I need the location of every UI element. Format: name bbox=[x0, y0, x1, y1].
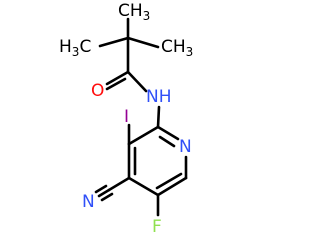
atom-methyl-top: CH3 bbox=[118, 1, 150, 23]
bond-carbonyl-double-inner bbox=[105, 77, 127, 91]
methyl-top-subscript: 3 bbox=[143, 9, 151, 23]
bond-carbonyl-amide-n bbox=[126, 70, 148, 93]
atom-methyl-left: H3C bbox=[59, 37, 91, 59]
ring-bond-n1-c2-inner bbox=[158, 135, 176, 148]
bond-nitrile-triple-1 bbox=[97, 188, 111, 198]
amide-n-label: N bbox=[146, 87, 159, 107]
ring-bond-c4-c5 bbox=[127, 176, 160, 197]
atom-fluorine: F bbox=[152, 217, 162, 237]
atom-oxygen: O bbox=[91, 81, 104, 101]
atom-methyl-right: CH3 bbox=[161, 37, 193, 59]
bond-carbonyl-double-outer bbox=[105, 70, 130, 86]
methyl-left-c: C bbox=[79, 37, 91, 57]
bond-quaternary-methyl-right bbox=[126, 36, 160, 49]
amide-h-label: H bbox=[159, 87, 172, 107]
methyl-right-subscript: 3 bbox=[186, 45, 194, 59]
ring-bond-c2-c3 bbox=[127, 125, 160, 146]
methyl-right-label: CH bbox=[161, 37, 186, 57]
bond-quaternary-methyl-left bbox=[98, 36, 130, 48]
methyl-left-h: H bbox=[59, 37, 72, 57]
atom-amide-nitrogen: NH bbox=[146, 87, 172, 107]
atom-nitrile-nitrogen: N bbox=[82, 192, 95, 212]
chemical-structure: CH3 H3C CH3 O NH I N N F bbox=[59, 1, 193, 237]
ring-bond-c5-c6 bbox=[156, 176, 188, 197]
bond-c4-nitrile-carbon bbox=[107, 176, 131, 192]
bond-nitrile-triple-2 bbox=[94, 184, 108, 194]
bond-nitrile-triple-3 bbox=[100, 192, 114, 202]
atom-iodine: I bbox=[124, 107, 129, 127]
ring-bond-c5-c6-inner bbox=[155, 172, 183, 190]
bond-amide-n-ring bbox=[156, 105, 161, 129]
ring-bond-n1-c2 bbox=[156, 125, 180, 141]
methyl-top-label: CH bbox=[118, 1, 143, 21]
atom-ring-nitrogen: N bbox=[179, 137, 192, 157]
methyl-left-subscript: 3 bbox=[72, 45, 80, 59]
